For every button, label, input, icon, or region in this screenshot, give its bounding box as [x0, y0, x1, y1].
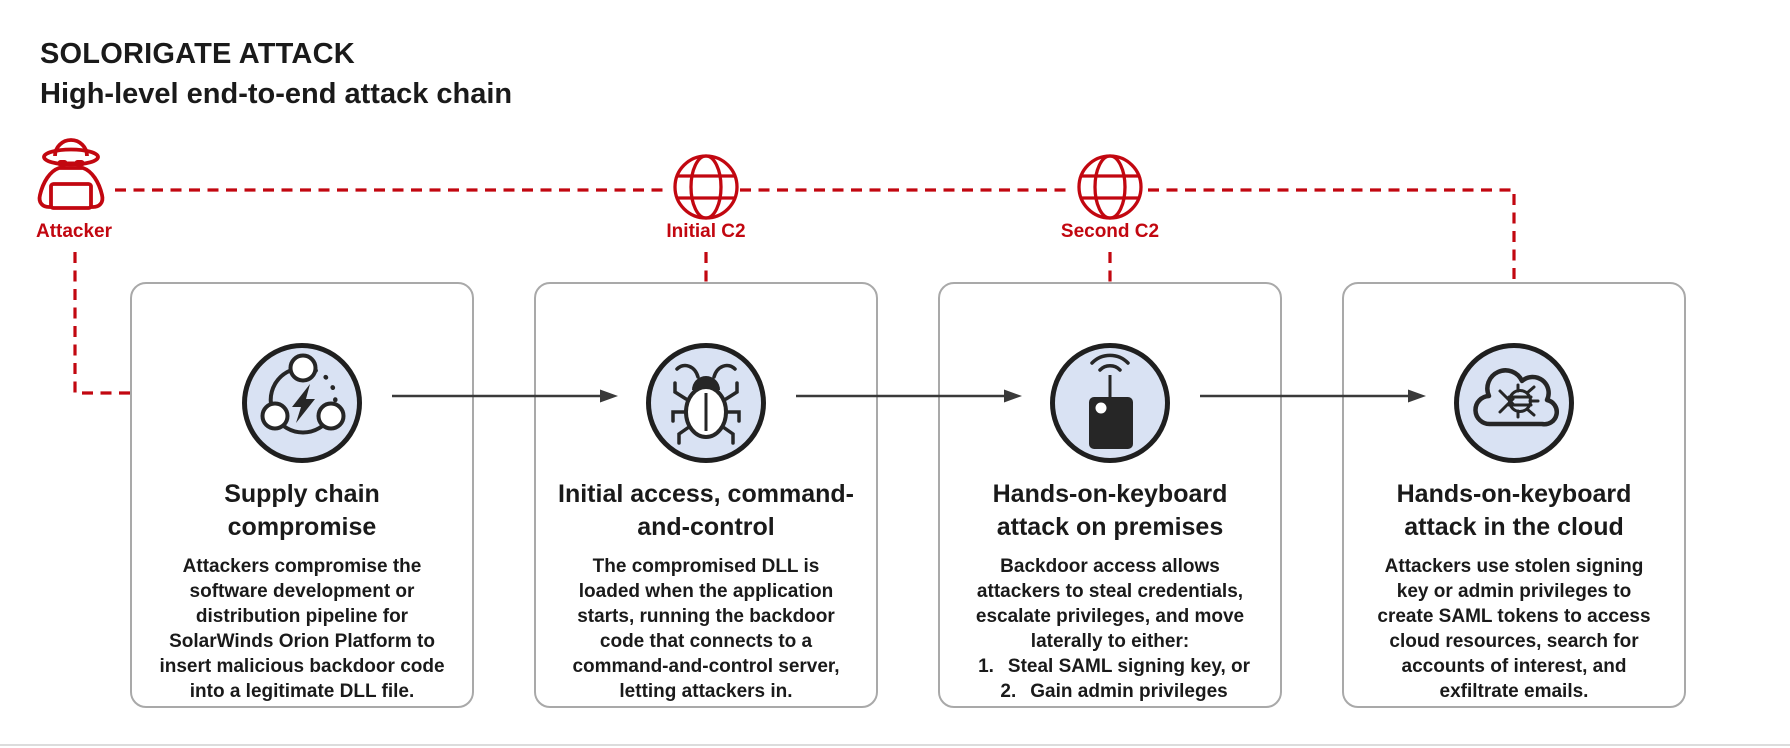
spy-attacker-icon [37, 138, 105, 210]
card-body: Attackers use stolen signing key or admi… [1377, 555, 1651, 702]
card-body: Attackers compromise the software develo… [159, 555, 445, 702]
cloud-malware-icon [1454, 343, 1574, 463]
initial-c2-label: Initial C2 [666, 221, 746, 242]
attacker-label: Attacker [35, 221, 113, 242]
page-title: SOLORIGATE ATTACK High-level end-to-end … [40, 34, 512, 114]
list-item-text: Gain admin privileges [1030, 680, 1228, 702]
page-bottom-divider [0, 744, 1790, 746]
list-item-number: 2. [1000, 680, 1017, 702]
card-hok-attack-in-cloud: Hands-on-keyboard attack in the cloud At… [1342, 282, 1686, 708]
list-item-text: Steal SAML signing key, or [1007, 655, 1251, 677]
supply-chain-compromise-icon [242, 343, 362, 463]
list-item: 2. Gain admin privileges [970, 679, 1250, 704]
card-body: Backdoor access allows attackers to stea… [975, 555, 1245, 652]
card-hok-attack-on-premises: Hands-on-keyboard attack on premises Bac… [938, 282, 1282, 708]
card-title: Hands-on-keyboard attack in the cloud [1396, 480, 1632, 542]
initial-c2-globe-icon [673, 154, 739, 220]
card-body: The compromised DLL is loaded when the a… [572, 555, 840, 702]
list-item: 1. Steal SAML signing key, or [970, 654, 1250, 679]
card-supply-chain-compromise: Supply chain compromise Attackers compro… [130, 282, 474, 708]
card-initial-access-c2: Initial access, command- and-control The… [534, 282, 878, 708]
second-c2-label: Second C2 [1060, 221, 1160, 242]
second-c2-globe-icon [1077, 154, 1143, 220]
list-item-number: 1. [978, 655, 994, 677]
card-title: Initial access, command- and-control [558, 480, 854, 542]
device-signal-icon [1050, 343, 1170, 463]
page-title-line2: High-level end-to-end attack chain [40, 78, 513, 111]
card-title: Hands-on-keyboard attack on premises [992, 480, 1228, 542]
bug-backdoor-icon [646, 343, 766, 463]
card-numbered-list: 1. Steal SAML signing key, or 2. Gain ad… [970, 654, 1250, 704]
card-title: Supply chain compromise [224, 480, 380, 542]
page-title-line1: SOLORIGATE ATTACK [40, 38, 355, 70]
